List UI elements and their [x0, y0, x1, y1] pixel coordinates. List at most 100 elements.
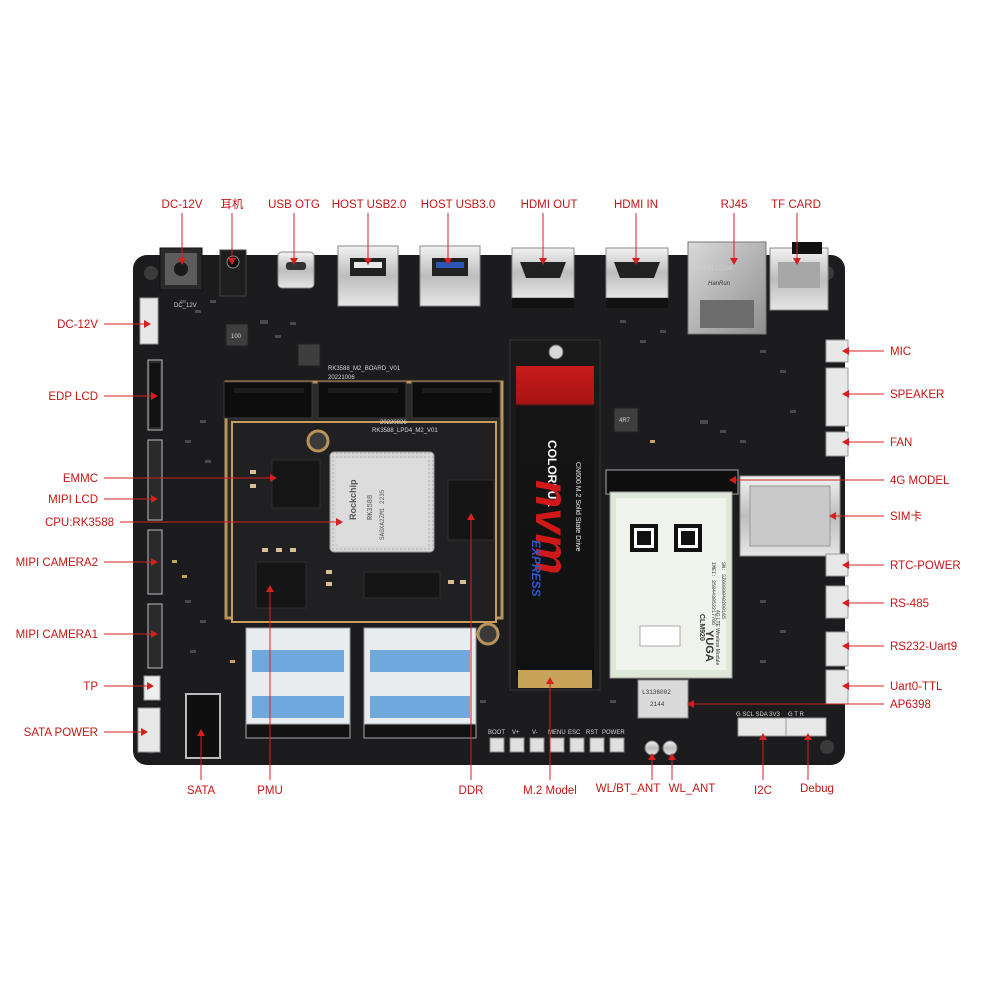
label-debug: Debug: [800, 783, 834, 795]
arrowhead: [266, 585, 274, 592]
arrowhead: [546, 677, 554, 684]
label-edp-lcd: EDP LCD: [48, 391, 98, 403]
label-m2-model: M.2 Model: [523, 785, 577, 797]
arrowhead: [467, 513, 475, 520]
fan-connector: [825, 431, 849, 457]
btn-silk-rst: RST: [586, 730, 598, 736]
som-module: RK3588_LPD4_M2_V01 20220826 Rockchip RK3…: [223, 380, 504, 646]
btn-silk-boot: BOOT: [488, 730, 505, 736]
rj45-code: HY911130A: [700, 265, 733, 272]
ssd-model: CN600 M.2 Solid State Drive: [574, 462, 581, 552]
arrowhead: [842, 599, 849, 607]
arrowhead: [151, 392, 158, 400]
arrowhead: [141, 728, 148, 736]
label-sata: SATA: [187, 785, 216, 797]
smd-components: [180, 300, 796, 723]
arrowhead: [270, 474, 277, 482]
label-host-usb3: HOST USB3.0: [421, 199, 496, 211]
label-i2c: I2C: [754, 785, 772, 797]
label-mic: MIC: [890, 346, 911, 358]
label-mipi-camera2: MIPI CAMERA2: [16, 557, 98, 569]
mipi-lcd-connector: [147, 439, 163, 521]
arrowhead: [730, 258, 738, 265]
btn-silk-power: POWER: [602, 730, 625, 736]
label-rtc-power: RTC-POWER: [890, 560, 961, 572]
mount-hole: [820, 740, 834, 754]
arrowhead: [197, 729, 205, 736]
pmu-chip: [255, 561, 307, 609]
arrowhead: [151, 558, 158, 566]
rs232-connector: [825, 631, 849, 667]
headphone-jack: [219, 249, 247, 297]
callout-labels: DC-12V 耳机 USB OTG HOST USB2.0 HOST USB3.…: [16, 197, 961, 797]
arrowhead: [842, 682, 849, 690]
label-speaker: SPEAKER: [890, 389, 944, 401]
rj45-port: HY911130A HanRun: [687, 241, 767, 335]
boot-button: [489, 737, 505, 753]
arrowhead: [539, 258, 547, 265]
label-host-usb2: HOST USB2.0: [332, 199, 407, 211]
usb-otg-port: [277, 251, 315, 289]
label-pmu: PMU: [257, 785, 283, 797]
tf-card-slot: [769, 242, 829, 311]
label-mipi-lcd: MIPI LCD: [48, 494, 98, 506]
chip-model: RK3588: [367, 495, 375, 520]
arrowhead: [729, 476, 736, 484]
mount-hole: [144, 266, 158, 280]
lte-module: IMEI: 358443052217766 SN: SZ609904020016…: [605, 469, 739, 679]
wl-ant-connector: [662, 740, 678, 756]
vol-up-button: [509, 737, 525, 753]
arrowhead: [759, 733, 767, 740]
chip-brand: Rockchip: [348, 479, 358, 520]
label-usb-otg: USB OTG: [268, 199, 320, 211]
label-ddr: DDR: [459, 785, 484, 797]
arrowhead: [793, 258, 801, 265]
label-uart0: Uart0-TTL: [890, 681, 943, 693]
label-wl-ant: WL_ANT: [669, 783, 716, 795]
label-ap6398: AP6398: [890, 699, 931, 711]
arrowhead: [829, 512, 836, 520]
debug-connector: [785, 717, 827, 737]
wifi-num: 2144: [650, 701, 665, 708]
arrowhead: [804, 733, 812, 740]
ssd-brand: COLORFUL: [545, 440, 559, 507]
power-button: [609, 737, 625, 753]
label-sata-power: SATA POWER: [24, 727, 98, 739]
menu-button: [549, 737, 565, 753]
som-chip: [363, 571, 441, 599]
chip-code: SAGXA2ZM1 2235: [379, 489, 386, 540]
som-passives: [250, 470, 466, 586]
lte-imei: IMEI: 358443052217766: [710, 562, 716, 625]
label-rs232: RS232-Uart9: [890, 641, 957, 653]
arrowhead: [687, 700, 694, 708]
sim-slot: [739, 475, 841, 557]
arrowhead: [842, 347, 849, 355]
arrowhead: [144, 320, 151, 328]
dc-silk: DC_12V: [174, 303, 197, 309]
arrowhead: [290, 258, 298, 265]
arrowhead: [842, 438, 849, 446]
som-silk-name: RK3588_LPD4_M2_V01: [372, 428, 438, 434]
ffc-cables: [245, 627, 477, 739]
esc-button: [569, 737, 585, 753]
label-emmc: EMMC: [63, 473, 98, 485]
label-wl-bt-ant: WL/BT_ANT: [596, 783, 661, 795]
arrowhead: [842, 561, 849, 569]
btn-silk-vup: V+: [512, 730, 520, 736]
label-4g-model: 4G MODEL: [890, 475, 950, 487]
lte-desc: 4G LTE Wireless Module: [714, 610, 720, 665]
label-rj45: RJ45: [721, 199, 748, 211]
hdmi-in-port: [605, 247, 669, 308]
label-cpu: CPU:RK3588: [45, 517, 114, 529]
ssd-logo: nvm: [526, 480, 578, 575]
ssd-logo-sub: EXPRESS: [529, 540, 543, 597]
rst-button: [589, 737, 605, 753]
label-dc-12v-left: DC-12V: [57, 319, 98, 331]
cpu-chip: Rockchip RK3588 SAGXA2ZM1 2235: [329, 451, 435, 553]
arrowhead: [668, 753, 676, 760]
emmc-chip: [271, 459, 321, 509]
inductor: [613, 407, 639, 433]
label-sim: SIM卡: [890, 510, 922, 523]
tp-connector: [143, 675, 161, 701]
inductor-4r7: 4R7: [619, 418, 631, 424]
